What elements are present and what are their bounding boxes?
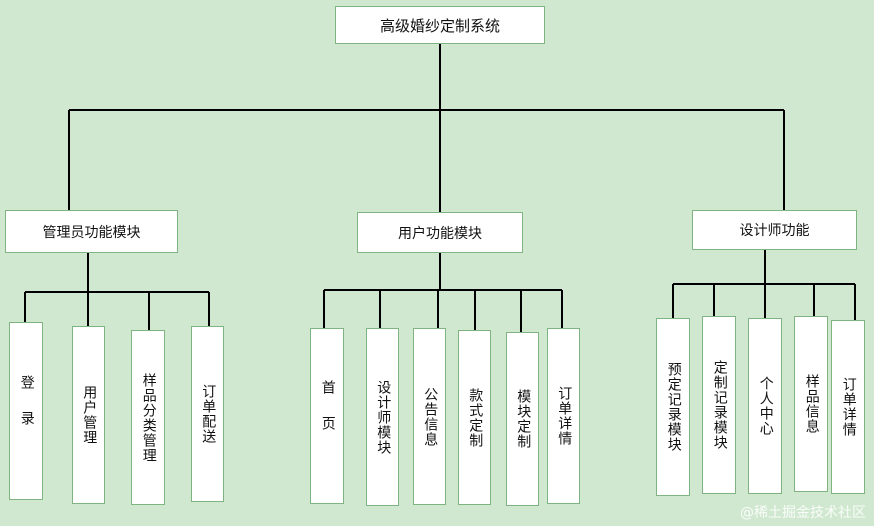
- leaf-designer-custom-record: 定制记录模块: [702, 316, 736, 494]
- leaf-admin-category-mgmt: 样品分类管理: [131, 330, 165, 505]
- leaf-label: 款式定制: [467, 387, 484, 448]
- leaf-user-style: 款式定制: [458, 330, 491, 505]
- module-admin: 管理员功能模块: [5, 210, 178, 253]
- leaf-designer-samples: 样品信息: [794, 316, 828, 492]
- module-user: 用户功能模块: [357, 212, 523, 253]
- leaf-user-module: 模块定制: [506, 332, 539, 506]
- leaf-label: 订单详情: [556, 386, 573, 446]
- leaf-label: 订单配送: [200, 384, 217, 444]
- module-designer: 设计师功能: [692, 210, 857, 250]
- leaf-user-notice: 公告信息: [413, 328, 446, 505]
- leaf-designer-profile: 个人中心: [748, 318, 782, 494]
- leaf-designer-order: 订单详情: [831, 320, 865, 494]
- module-admin-label: 管理员功能模块: [42, 224, 141, 241]
- root-label: 高级婚纱定制系统: [379, 16, 500, 35]
- leaf-label: 定制记录模块: [711, 360, 728, 450]
- leaf-label: 样品信息: [803, 374, 820, 434]
- leaf-label: 设计师模块: [375, 379, 392, 455]
- leaf-label: 用户管理: [81, 385, 98, 445]
- leaf-label: 首页: [319, 380, 336, 452]
- root-node: 高级婚纱定制系统: [335, 6, 545, 44]
- leaf-user-designer: 设计师模块: [366, 328, 399, 506]
- leaf-label: 登录: [18, 375, 35, 447]
- module-user-label: 用户功能模块: [398, 225, 482, 242]
- leaf-admin-delivery: 订单配送: [191, 326, 224, 502]
- leaf-label: 预定记录模块: [665, 362, 682, 452]
- leaf-admin-login: 登录: [9, 322, 43, 500]
- module-designer-label: 设计师功能: [739, 223, 810, 239]
- leaf-user-order: 订单详情: [547, 328, 580, 504]
- leaf-label: 公告信息: [422, 386, 439, 447]
- leaf-admin-user-mgmt: 用户管理: [72, 326, 105, 504]
- leaf-label: 订单详情: [840, 377, 857, 437]
- watermark-text: @稀土掘金技术社区: [740, 505, 866, 521]
- leaf-label: 样品分类管理: [140, 372, 157, 463]
- leaf-designer-booking: 预定记录模块: [656, 318, 690, 496]
- leaf-user-home: 首页: [310, 328, 344, 504]
- leaf-label: 模块定制: [515, 389, 532, 449]
- leaf-label: 个人中心: [757, 376, 774, 436]
